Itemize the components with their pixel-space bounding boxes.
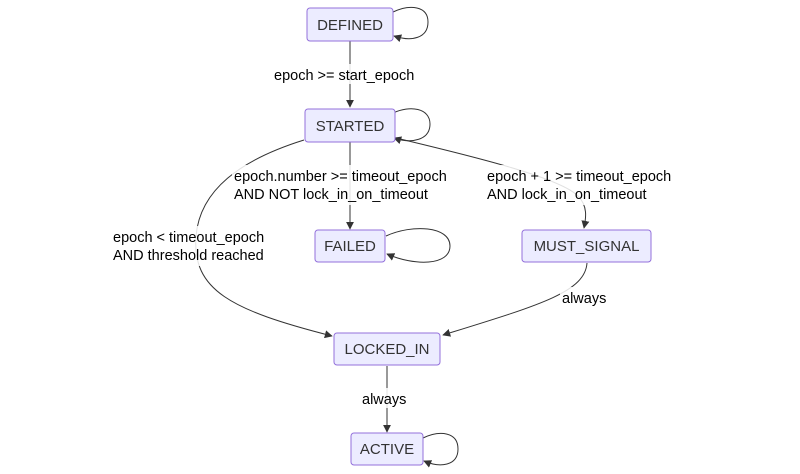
label-started-locked-in-line-1: epoch < timeout_epoch bbox=[113, 230, 264, 246]
label-started-failed: epoch.number >= timeout_epoch AND NOT lo… bbox=[232, 165, 468, 205]
label-started-locked-in: epoch < timeout_epoch AND threshold reac… bbox=[111, 226, 283, 266]
label-started-failed-line-2: AND NOT lock_in_on_timeout bbox=[234, 187, 428, 203]
label-defined-started-line-1: epoch >= start_epoch bbox=[274, 68, 414, 84]
self-loop-failed bbox=[385, 228, 451, 263]
edge-must-signal-locked-in bbox=[442, 262, 588, 337]
state-must-signal: MUST_SIGNAL bbox=[521, 229, 652, 263]
label-started-must-signal-line-1: epoch + 1 >= timeout_epoch bbox=[487, 169, 671, 185]
self-loop-defined bbox=[392, 6, 429, 43]
state-failed: FAILED bbox=[314, 229, 386, 263]
state-failed-label: FAILED bbox=[324, 238, 376, 255]
label-defined-started: epoch >= start_epoch bbox=[272, 64, 430, 84]
state-active: ACTIVE bbox=[350, 432, 424, 466]
self-loop-started bbox=[392, 108, 431, 145]
label-started-locked-in-line-2: AND threshold reached bbox=[113, 248, 264, 264]
state-locked-in-label: LOCKED_IN bbox=[344, 341, 429, 358]
state-defined: DEFINED bbox=[306, 7, 394, 42]
state-active-label: ACTIVE bbox=[360, 441, 414, 458]
label-must-signal-locked-in: always bbox=[560, 287, 614, 307]
label-must-signal-locked-in-line-1: always bbox=[562, 291, 606, 307]
label-started-must-signal: epoch + 1 >= timeout_epoch AND lock_in_o… bbox=[485, 165, 689, 205]
state-started-label: STARTED bbox=[316, 118, 385, 135]
state-must-signal-label: MUST_SIGNAL bbox=[534, 238, 640, 255]
state-locked-in: LOCKED_IN bbox=[333, 332, 441, 366]
state-defined-label: DEFINED bbox=[317, 17, 383, 34]
label-locked-in-active-line-1: always bbox=[362, 392, 406, 408]
label-locked-in-active: always bbox=[360, 388, 414, 408]
state-started: STARTED bbox=[304, 108, 396, 143]
self-loop-active bbox=[422, 432, 459, 468]
label-started-must-signal-line-2: AND lock_in_on_timeout bbox=[487, 187, 647, 203]
label-started-failed-line-1: epoch.number >= timeout_epoch bbox=[234, 169, 447, 185]
